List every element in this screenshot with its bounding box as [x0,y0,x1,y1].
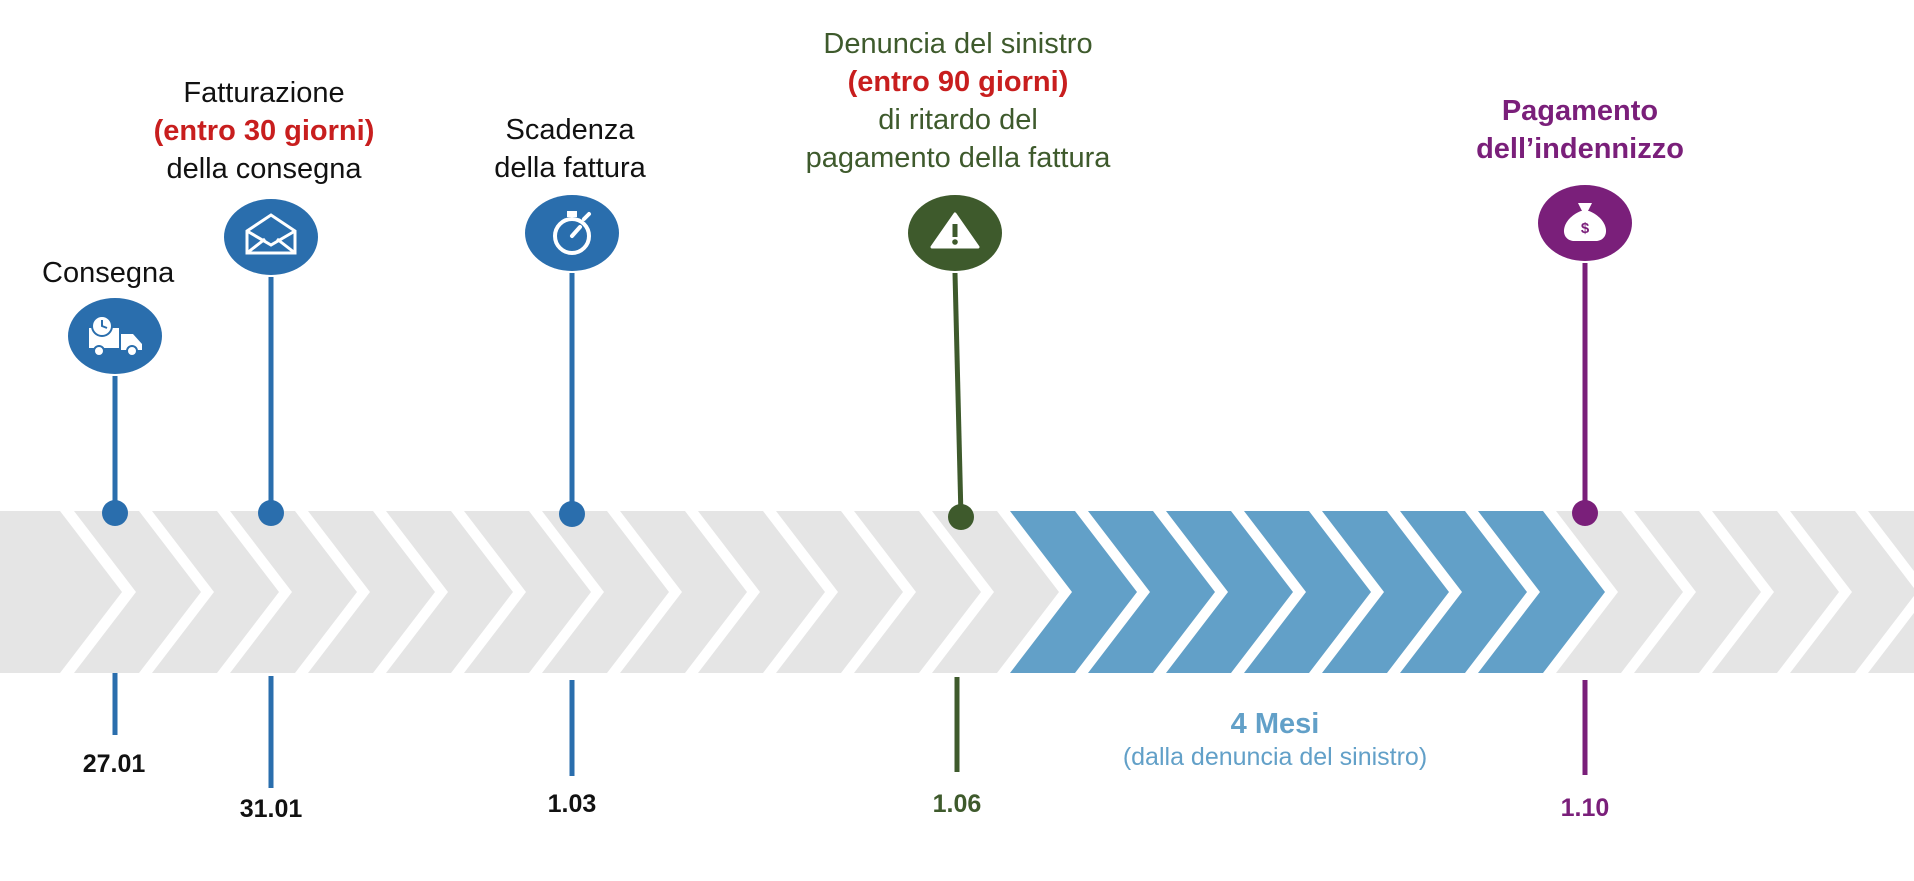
warning-dot [952,239,958,245]
chevron-highlighted [1478,511,1605,673]
milestone-title-scadenza: Scadenza della fattura [494,114,646,184]
milestone-title-denuncia: Denuncia del sinistro (entro 90 giorni) … [805,28,1111,174]
envelope-outline [245,213,297,255]
stem-dot [1572,500,1598,526]
chevron [386,511,513,673]
chevron [932,511,1059,673]
warning-bar [952,224,958,237]
chevron [230,511,357,673]
chevron-highlighted [1010,511,1137,673]
chevron [152,511,279,673]
chevron [308,511,435,673]
chevron-start [0,511,122,673]
chevron-highlighted [1088,511,1215,673]
date-scadenza: 1.03 [547,790,597,818]
chevron [1868,511,1914,673]
bag-body [1563,211,1607,241]
period-label: 4 Mesi [1230,708,1320,740]
bag-tie [1578,203,1592,211]
milestone-stems [102,263,1598,788]
watch-crown [567,211,577,217]
chevron [464,511,591,673]
milestone-title-fatturazione: Fatturazione (entro 30 giorni) della con… [153,77,375,185]
truck-cab [121,334,142,350]
date-denuncia: 1.06 [932,790,982,818]
chevron [542,511,669,673]
warning-icon [908,195,1002,271]
watch-button [582,212,591,221]
money-bag-icon: $ [1538,185,1632,261]
truck-wheel [93,345,105,357]
chevron-arrow-band [0,511,1914,673]
delivery-truck-icon [68,298,162,374]
chevron-highlighted [1244,511,1371,673]
watch-face [553,217,591,255]
envelope-icon [224,199,318,275]
dollar-sign: $ [1581,220,1590,237]
clock-hands [101,320,108,329]
date-consegna: 27.01 [82,750,146,778]
envelope-folds [246,237,296,255]
truck-wheel [126,345,138,357]
chevron [776,511,903,673]
chevron [74,511,201,673]
date-fatturazione: 31.01 [239,795,303,823]
envelope-flap [246,229,296,247]
watch-hand [570,225,582,238]
chevron-highlighted [1166,511,1293,673]
chevron [1712,511,1839,673]
milestone-icons: $ [68,185,1632,374]
stem-dot [948,504,974,530]
chevron-highlighted [1400,511,1527,673]
chevron [620,511,747,673]
chevron [1634,511,1761,673]
stem-dot [102,500,128,526]
chevron-highlighted [1322,511,1449,673]
chevron [1790,511,1914,673]
period-annotation: 4 Mesi (dalla denuncia del sinistro) [1075,708,1475,772]
milestone-title-consegna: Consegna [42,257,175,289]
stopwatch-icon [525,195,619,271]
milestone-title-pagamento: Pagamento dell’indennizzo [1476,95,1684,165]
period-sublabel: (dalla denuncia del sinistro) [1122,743,1428,771]
stem-dot [559,501,585,527]
stem-dot [258,500,284,526]
date-pagamento: 1.10 [1560,794,1610,822]
chevron [1556,511,1683,673]
icon-circle [224,199,318,275]
chevron [854,511,981,673]
stem-upper [952,272,964,518]
chevron [698,511,825,673]
